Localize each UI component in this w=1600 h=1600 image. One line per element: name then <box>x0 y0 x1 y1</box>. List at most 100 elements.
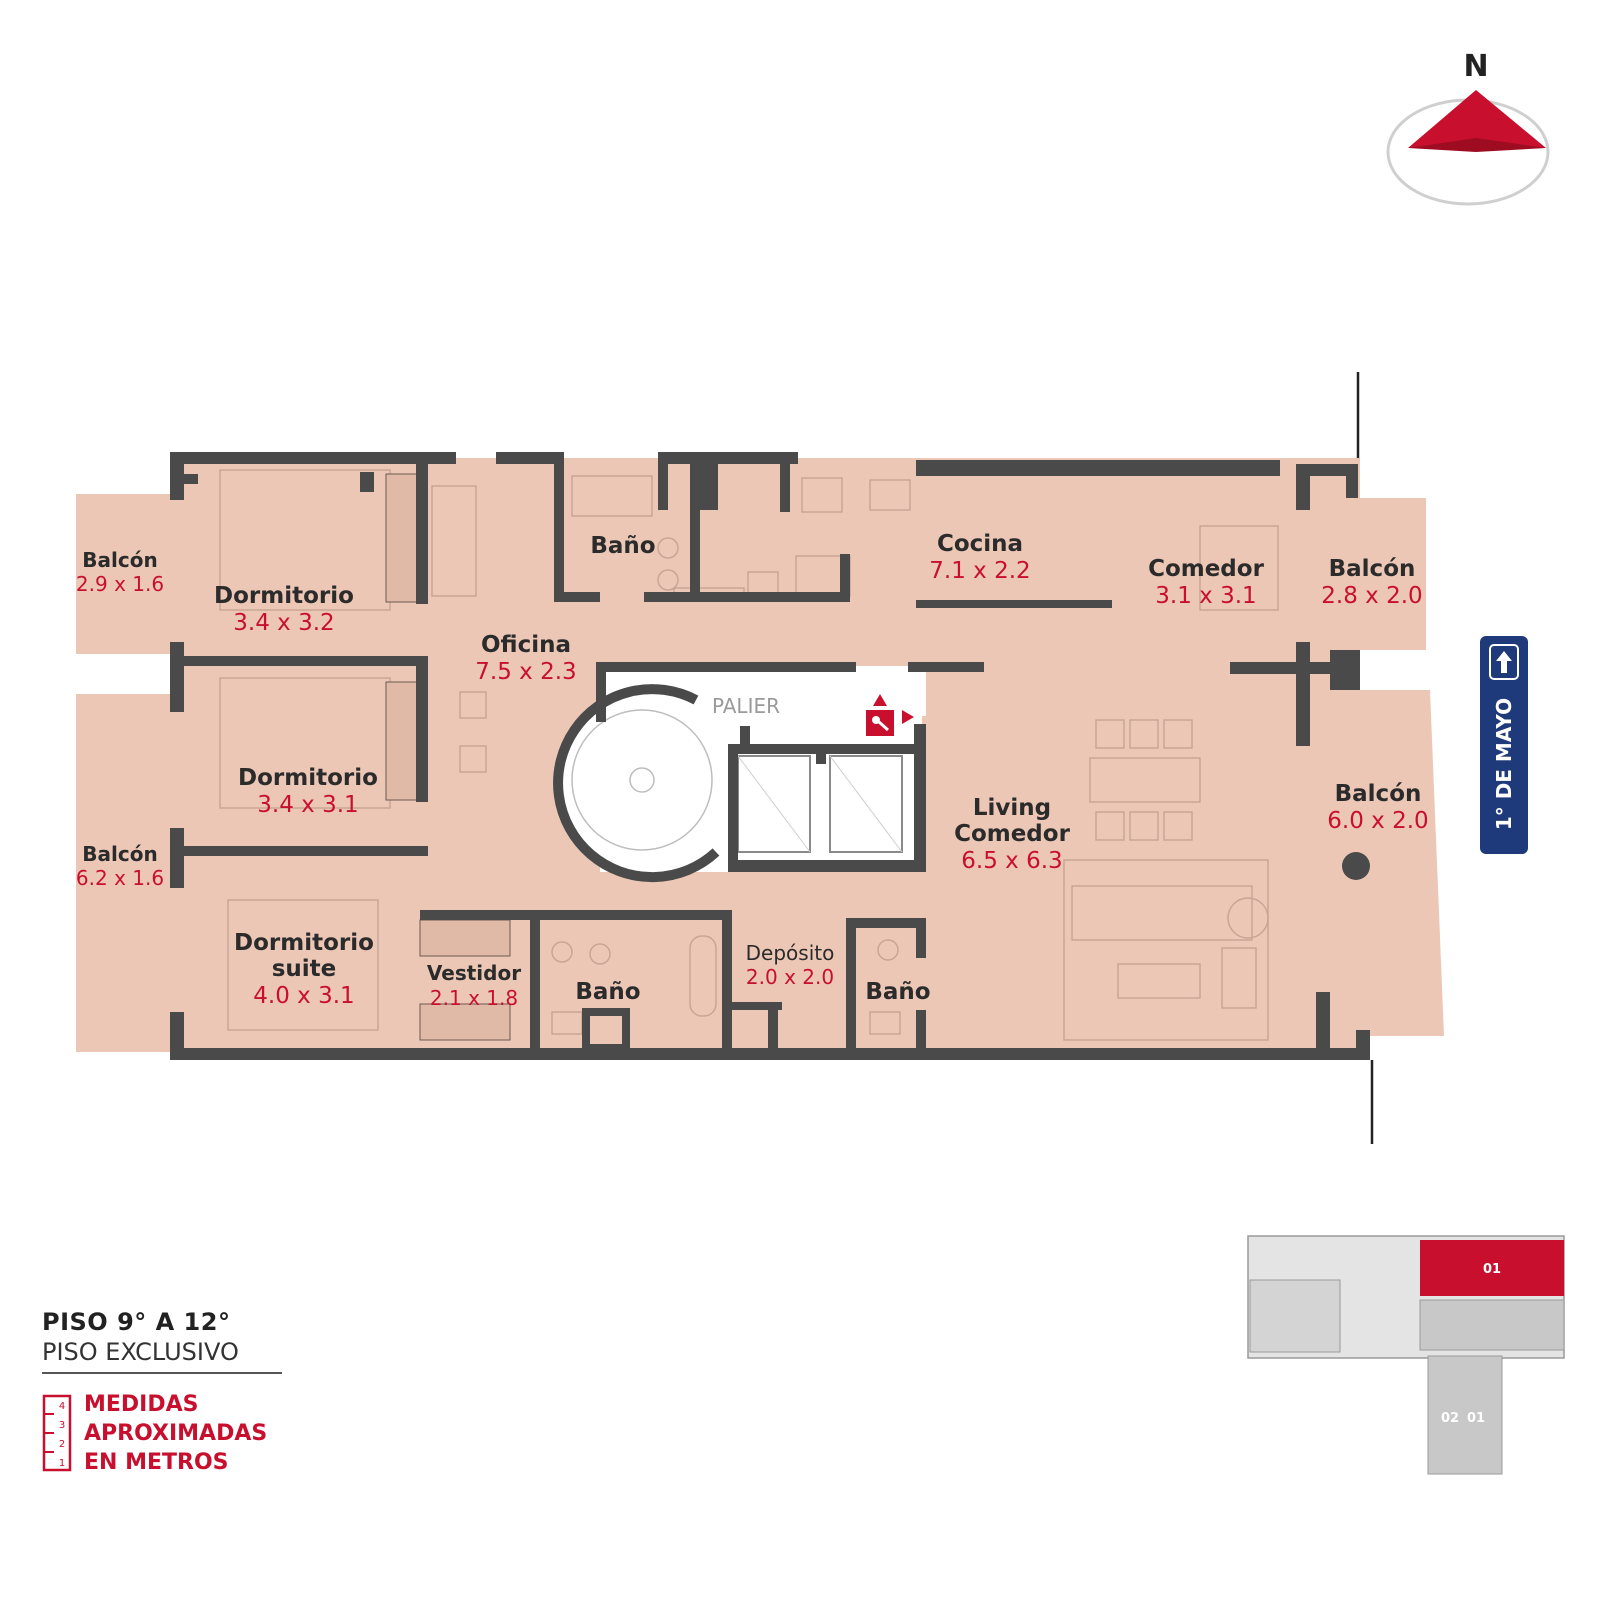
room-name: Balcón <box>1335 781 1422 807</box>
ruler-tick: 3 <box>59 1420 65 1431</box>
room-dims: 3.1 x 3.1 <box>1155 583 1256 609</box>
wall-left-2 <box>170 642 184 712</box>
legend: PISO 9° A 12° PISO EXCLUSIVO 4 3 2 1 MED… <box>42 1308 282 1477</box>
wall-bath-small-right-2 <box>916 1010 926 1050</box>
wall-bath-left <box>554 452 564 602</box>
wall-bottom-right <box>1356 1030 1370 1060</box>
wall-vestidor-right <box>530 910 540 1048</box>
elevator-2-mark <box>829 755 903 853</box>
room-dims: 2.8 x 2.0 <box>1321 583 1422 609</box>
room-dims: 7.5 x 2.3 <box>475 659 576 685</box>
arrow-up-icon <box>1489 644 1519 680</box>
keyplan-core <box>1249 1279 1341 1353</box>
wall-duct-left <box>658 452 668 510</box>
room-name: Baño <box>590 533 655 559</box>
wall-bath-suite-right <box>722 910 732 1048</box>
balcony-w-floor <box>76 694 182 1052</box>
balcony-ne-floor <box>1300 498 1426 650</box>
keyplan-unit-highlight <box>1420 1240 1564 1296</box>
room-name: Comedor <box>954 821 1071 847</box>
sofa-office <box>431 485 477 597</box>
wall-bath-small-right <box>916 918 926 958</box>
key-plan: 01 02 01 <box>1247 1235 1565 1475</box>
wall-right-top-2 <box>1346 464 1358 498</box>
wall-top-left <box>170 452 456 464</box>
wall-living-divider <box>1230 662 1358 674</box>
column <box>1342 852 1370 880</box>
wall-kitchen-bottom <box>916 600 1112 608</box>
room-name: Baño <box>575 979 640 1005</box>
room-name: Vestidor <box>427 961 521 985</box>
wall-right-bottom <box>1316 992 1330 1052</box>
toilet-small <box>877 939 899 961</box>
north-arrow-icon <box>1408 90 1546 148</box>
closet-1 <box>385 473 419 603</box>
dining-chair <box>1129 719 1159 749</box>
armchair <box>1221 947 1257 1009</box>
wall-top-core <box>658 452 798 464</box>
keyplan-unit-label: 01 <box>1483 1262 1501 1277</box>
north-arrow-shadow-icon <box>1408 138 1546 152</box>
room-dims: 3.4 x 3.1 <box>257 792 358 818</box>
toilet-suite-2 <box>589 943 611 965</box>
room-name: Living <box>973 795 1051 821</box>
palier-label: PALIER <box>712 694 780 718</box>
closet-vestidor-2 <box>419 1003 511 1041</box>
wall-top-bath <box>496 452 558 464</box>
floor-areas <box>76 458 1444 1054</box>
floor-title: PISO 9° A 12° <box>42 1308 231 1336</box>
wall-elevator-left <box>728 744 738 870</box>
coffee-table <box>1117 963 1201 999</box>
keyplan-unit <box>1419 1299 1565 1351</box>
wall-living-post <box>1296 642 1310 746</box>
elevators <box>737 755 903 853</box>
wall-deposito-right <box>846 918 856 1048</box>
room-name: Oficina <box>481 632 571 658</box>
wall-core-right-top <box>780 464 790 512</box>
wall-deposito-inner <box>768 1002 778 1048</box>
entry-marker <box>866 694 914 736</box>
rug <box>1063 859 1269 1041</box>
wall-top-kitchen <box>916 460 1280 476</box>
dining-chair <box>1095 811 1125 841</box>
ruler-tick: 4 <box>59 1401 65 1412</box>
room-dims: 2.1 x 1.8 <box>430 986 518 1010</box>
bathtub-suite <box>689 935 717 1017</box>
stair-wall <box>553 684 720 883</box>
wall-bath-suite-top <box>420 910 732 920</box>
key-icon-head <box>872 716 880 724</box>
toilet-top-1 <box>657 537 679 559</box>
room-dims: 6.0 x 2.0 <box>1327 808 1428 834</box>
stair-core <box>629 767 655 793</box>
closet-2 <box>385 681 419 801</box>
keyplan-unit-label: 02 <box>1441 1411 1459 1426</box>
compass-label: N <box>1463 49 1488 84</box>
floor-subtitle: PISO EXCLUSIVO <box>42 1338 282 1374</box>
living-sofa <box>1071 885 1253 941</box>
toilet-suite-1 <box>551 941 573 963</box>
wall-room2-right <box>416 656 428 802</box>
room-dims: 4.0 x 3.1 <box>253 983 354 1009</box>
wall-core-inner <box>690 500 700 602</box>
toilet-top-2 <box>657 569 679 591</box>
keyplan-wing <box>1427 1355 1503 1475</box>
room-name: Dormitorio <box>238 765 378 791</box>
wall-top-right <box>1296 464 1358 476</box>
ruler-tick: 1 <box>59 1458 65 1469</box>
street-sign: 1° DE MAYO <box>1480 636 1528 854</box>
wall-shaft <box>582 1008 630 1052</box>
key-icon-stem <box>878 720 889 732</box>
sink-small <box>869 1011 901 1035</box>
bathtub-top <box>571 475 653 517</box>
room-name: Dormitorio <box>234 930 374 956</box>
ruler-tick: 2 <box>59 1439 65 1450</box>
chair-1 <box>459 691 487 719</box>
wall-room1-bottom <box>180 656 428 666</box>
bed-suite <box>227 899 379 1031</box>
room-dims: 6.5 x 6.3 <box>961 848 1062 874</box>
stove <box>801 477 843 513</box>
room-dims: 2.0 x 2.0 <box>746 965 834 989</box>
dining-chair <box>1095 719 1125 749</box>
wall-room1-right <box>416 464 428 604</box>
